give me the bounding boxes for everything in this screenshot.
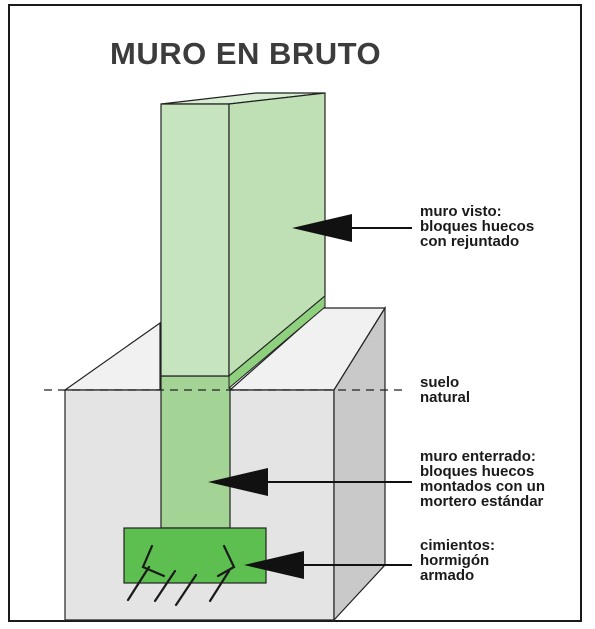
label-cimientos-line: armado <box>420 567 475 584</box>
label-suelo-line: suelo <box>420 374 460 391</box>
label-muro-enterrado-line: mortero estándar <box>420 493 544 510</box>
arrow-cimientos <box>244 551 412 579</box>
label-cimientos-line: hormigón <box>420 552 490 569</box>
label-muro-enterrado-line: muro enterrado: <box>420 448 536 465</box>
joint-strip <box>228 294 326 390</box>
label-muro-visto-line: muro visto: <box>420 203 502 220</box>
label-muro-enterrado-line: bloques huecos <box>420 463 535 480</box>
label-muro-enterrado: muro enterrado: bloques huecos montados … <box>420 449 545 509</box>
ground-top-face <box>63 321 161 391</box>
diagram-title: MURO EN BRUTO <box>110 36 382 71</box>
foundation <box>123 527 267 607</box>
label-suelo-line: natural <box>420 389 471 406</box>
rebar-icon <box>126 544 236 607</box>
label-suelo-natural: suelo natural <box>420 375 470 405</box>
label-muro-visto-line: bloques huecos <box>420 218 535 235</box>
label-muro-visto-line: con rejuntado <box>420 233 520 250</box>
exposed-wall <box>160 92 326 390</box>
arrow-muro-visto <box>292 214 412 242</box>
label-cimientos-line: cimientos: <box>420 537 496 554</box>
label-muro-enterrado-line: montados con un <box>420 478 545 495</box>
diagram-frame <box>8 4 582 622</box>
label-cimientos: cimientos: hormigón armado <box>420 538 495 583</box>
arrow-muro-enterrado <box>208 468 412 496</box>
buried-wall <box>160 375 231 529</box>
wall-front-face <box>160 103 230 377</box>
label-muro-visto: muro visto: bloques huecos con rejuntado <box>420 204 534 249</box>
